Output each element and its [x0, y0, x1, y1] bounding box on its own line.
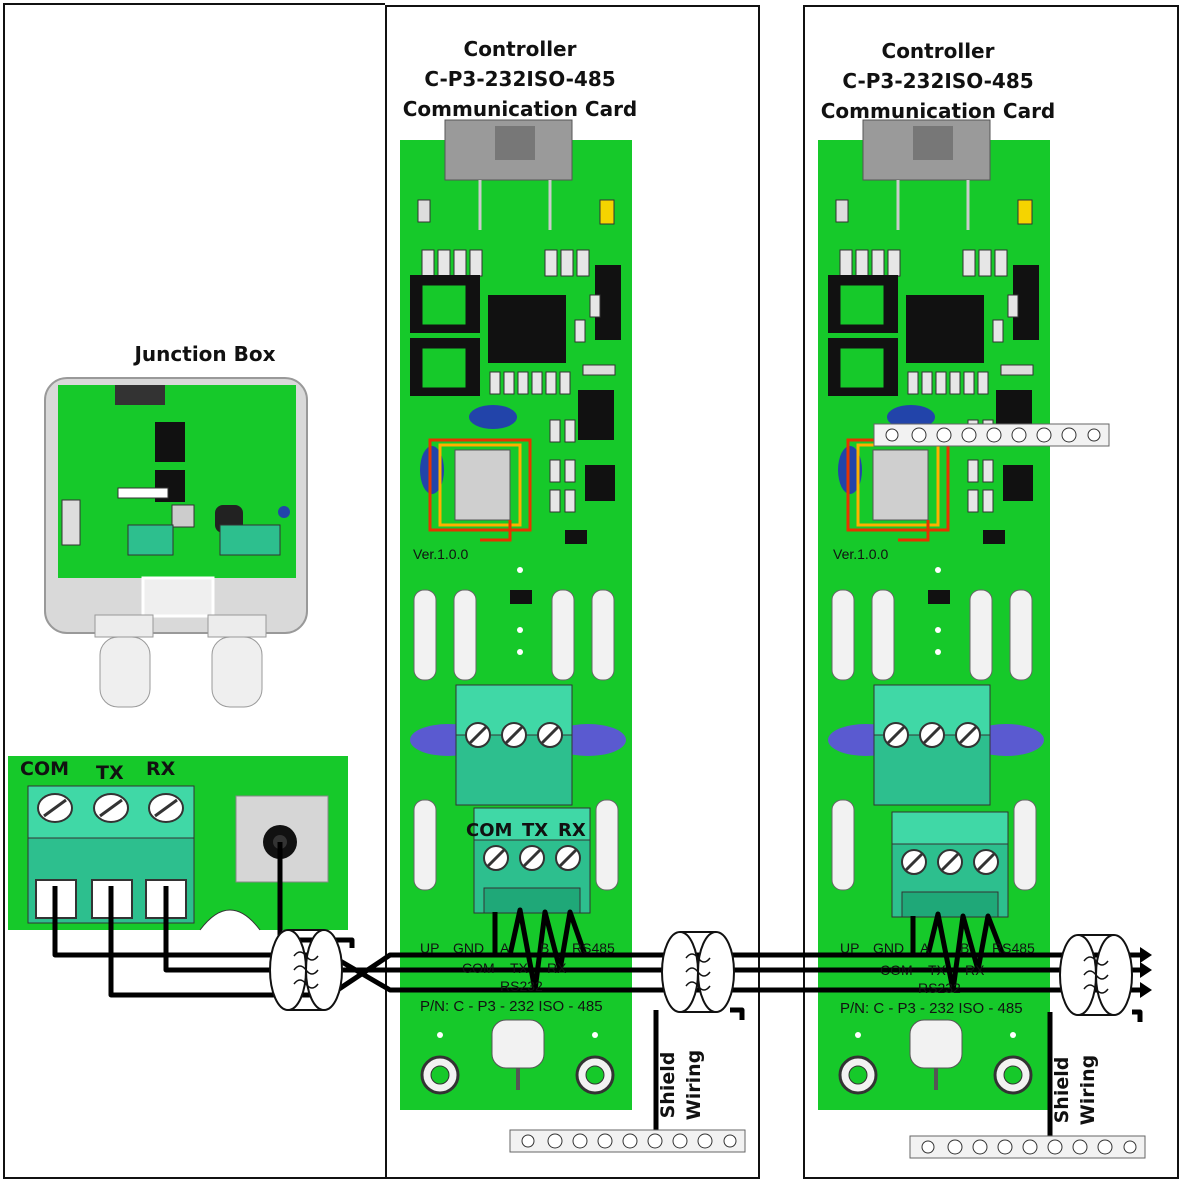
ctl1-silk-rs485: RS485: [572, 940, 615, 956]
jb-label-com: COM: [20, 758, 70, 780]
ctl1-shield-label: Shield Wiring: [657, 1049, 705, 1121]
ctl1-silk-com: COM: [462, 960, 495, 976]
jb-label-tx: TX: [96, 762, 124, 784]
ctl2-silk-com: COM: [880, 962, 913, 978]
controller-2-rs232-terminal: [890, 810, 1010, 919]
controller-2-ground-bar-upper: [873, 423, 1110, 447]
ctl1-silk-a: A: [500, 940, 510, 956]
junction-box-enclosure: [44, 377, 308, 708]
ctl2-silk-up: UP: [840, 940, 860, 956]
shield-cable-controller-2: [1059, 934, 1133, 1016]
junction-box-terminal-inset: [8, 756, 348, 931]
ctl1-silk-b: B: [540, 940, 550, 956]
controller-2-title: Controller C-P3-232ISO-485 Communication…: [820, 39, 1056, 123]
controller-1-frame: [385, 5, 760, 1179]
jb-label-rx: RX: [146, 758, 176, 780]
shield-cable-controller-1: [661, 931, 735, 1013]
ctl1-silk-rs232: RS232: [500, 978, 543, 994]
ctl2-silk-tx: TX: [928, 962, 946, 978]
ctl2-shield-label: Shield Wiring: [1051, 1054, 1099, 1126]
ctl2-silk-gnd: GND: [873, 940, 905, 956]
ctl1-silk-rx: RX: [547, 960, 567, 976]
ctl2-silk-a: A: [920, 940, 930, 956]
ctl2-silk-rx: RX: [965, 962, 985, 978]
ctl2-silk-rs485: RS485: [992, 940, 1035, 956]
ctl2-part-number: P/N: C - P3 - 232 ISO - 485: [840, 1000, 1023, 1017]
left-panel-frame: [3, 3, 385, 1179]
ctl1-version: Ver.1.0.0: [413, 546, 469, 562]
controller-2-frame: [803, 5, 1179, 1179]
ctl1-label-tx: TX: [522, 820, 549, 841]
ctl1-part-number: P/N: C - P3 - 232 ISO - 485: [420, 998, 603, 1015]
ctl1-silk-tx: TX: [510, 960, 528, 976]
ctl1-label-com: COM: [466, 820, 513, 841]
ctl2-silk-b: B: [960, 940, 970, 956]
ctl1-silk-gnd: GND: [453, 940, 485, 956]
controller-1-title: Controller C-P3-232ISO-485 Communication…: [402, 37, 638, 121]
ctl2-version: Ver.1.0.0: [833, 546, 889, 562]
junction-box-title: Junction Box: [134, 342, 276, 366]
ctl1-silk-up: UP: [420, 940, 440, 956]
ctl2-silk-rs232: RS232: [918, 980, 961, 996]
bus-continuation-arrows: [1140, 947, 1152, 998]
ctl1-label-rx: RX: [558, 820, 586, 841]
